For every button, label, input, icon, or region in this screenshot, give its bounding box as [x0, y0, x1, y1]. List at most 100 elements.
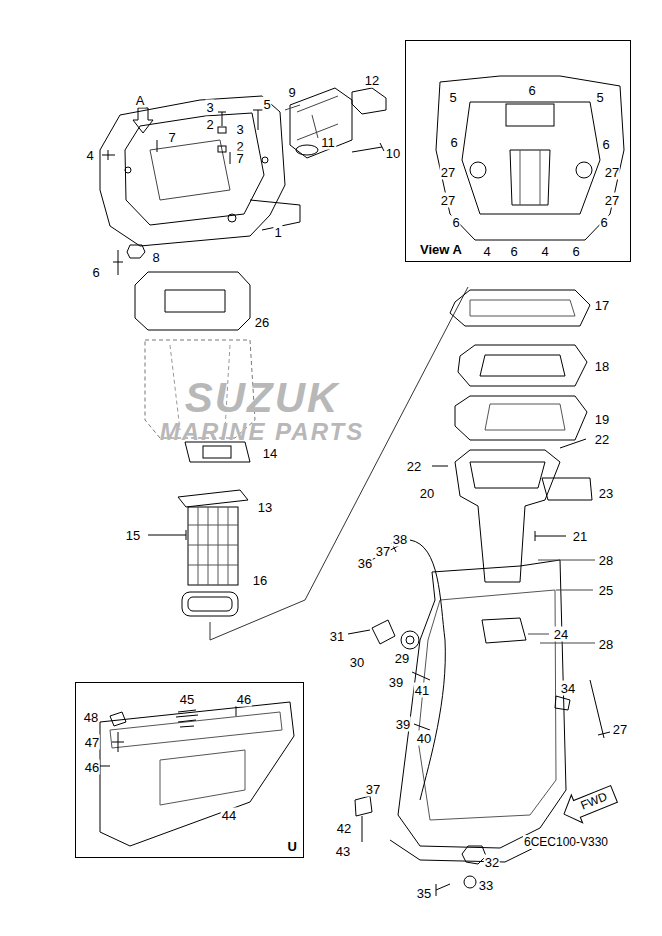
gasket-opening [485, 404, 565, 430]
cover-rib [510, 150, 550, 205]
bolt [535, 531, 566, 541]
damper [542, 478, 592, 500]
seal-inner [188, 597, 232, 611]
callout-number: 14 [262, 446, 278, 461]
watermark: MARINE PARTS [160, 420, 364, 444]
callout-number: 38 [392, 532, 408, 547]
gasket [455, 396, 587, 440]
casing-side-view [100, 702, 294, 846]
cover-inner [125, 113, 264, 225]
dowel [100, 706, 236, 766]
gasket-opening [470, 300, 575, 316]
boss [576, 162, 592, 178]
bracket [110, 712, 126, 726]
callout-number: 32 [484, 855, 500, 870]
callout-number: 31 [329, 629, 345, 644]
gasket [135, 272, 250, 330]
gasket [458, 345, 587, 386]
bolt [113, 250, 123, 275]
muffler [290, 88, 352, 158]
strainer-mesh [188, 507, 238, 585]
callout-number: 46 [84, 760, 100, 775]
callout-number: 6 [509, 244, 518, 259]
casing-panel [160, 750, 245, 805]
callout-number: 20 [419, 486, 435, 501]
cover-recess [150, 140, 230, 200]
callout-number: 27 [440, 193, 456, 208]
arrow-shape [558, 780, 619, 828]
callout-number: 41 [414, 683, 430, 698]
callout-number: 47 [84, 735, 100, 750]
inset-label: U [288, 840, 297, 854]
callout-number: 22 [406, 459, 422, 474]
callout-number: 46 [236, 692, 252, 707]
callout-number: 5 [595, 90, 604, 105]
gasket-opening [480, 355, 565, 376]
callout-number: 39 [395, 717, 411, 732]
plug [555, 696, 570, 710]
callout-number: 15 [125, 528, 141, 543]
callout-number: 27 [604, 165, 620, 180]
callout-number: 43 [335, 844, 351, 859]
group-line [210, 287, 468, 640]
callout-number: 9 [287, 85, 296, 100]
damper [352, 88, 386, 114]
upper-casing [398, 560, 566, 848]
nut [462, 846, 486, 864]
bolt [102, 150, 115, 160]
screw [362, 816, 363, 842]
callout-number: 6 [599, 215, 608, 230]
bolt [590, 680, 610, 738]
detail-inset: U [75, 682, 304, 858]
gasket-plate [185, 442, 250, 462]
callout-number: 18 [594, 359, 610, 374]
leader-line [528, 560, 595, 643]
bolt [436, 884, 450, 896]
bolt [148, 530, 186, 540]
callout-number: 39 [388, 675, 404, 690]
fitting [112, 732, 124, 752]
strainer [188, 507, 238, 585]
callout-number: 6 [571, 244, 580, 259]
inset-label: View A [420, 243, 462, 257]
callout-number: 26 [254, 315, 270, 330]
bolt [218, 112, 226, 126]
callout-number: 24 [553, 627, 569, 642]
callout-number: 6 [601, 137, 610, 152]
cover-opening [506, 104, 554, 126]
seal-ring [296, 145, 318, 155]
callout-number: 30 [349, 655, 365, 670]
boss [470, 162, 486, 178]
callout-number: 19 [594, 412, 610, 427]
direction-arrow: FWD [559, 783, 618, 825]
callout-number: 3 [205, 100, 214, 115]
callout-number: 7 [167, 130, 176, 145]
cable [410, 540, 445, 800]
callout-number: 25 [598, 583, 614, 598]
callout-number: 27 [604, 193, 620, 208]
plate-opening [203, 446, 231, 458]
cover-outline [100, 96, 285, 246]
callout-number: 7 [235, 151, 244, 166]
bolt-hole [228, 214, 236, 222]
callout-number: 48 [83, 710, 99, 725]
callout-number: 23 [598, 486, 614, 501]
grommet [401, 631, 419, 649]
washer [464, 876, 476, 888]
callout-number: 2 [205, 117, 214, 132]
seal [182, 592, 238, 616]
diagram-code: 6CEC100-V330 [523, 835, 609, 849]
nut [127, 245, 145, 258]
bolt-hole [262, 157, 268, 163]
pin [218, 127, 226, 133]
callout-number: 8 [151, 250, 160, 265]
screw [348, 630, 370, 634]
callout-number: 3 [235, 122, 244, 137]
muffler-rib [297, 96, 338, 140]
callout-number: 40 [416, 731, 432, 746]
callout-number: 27 [612, 722, 628, 737]
callout-number: 42 [336, 821, 352, 836]
gasket [450, 290, 590, 326]
pin [218, 146, 226, 152]
